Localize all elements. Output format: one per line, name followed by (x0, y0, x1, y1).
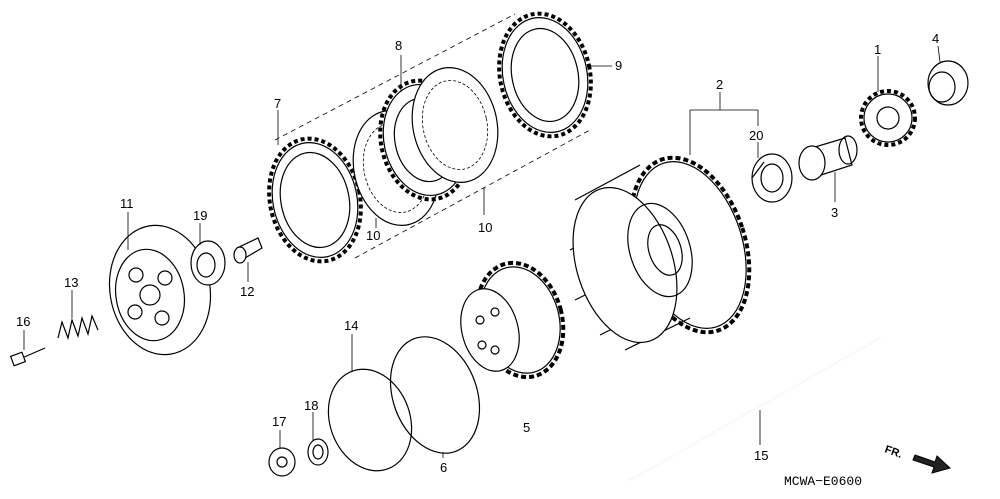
diagram-code: MCWA−E0600 (784, 474, 862, 489)
label-part-6: 6 (440, 460, 447, 475)
label-part-14: 14 (344, 318, 358, 333)
part-labels: 1 2 3 4 5 6 7 8 9 10 10 11 12 13 14 15 1… (16, 31, 939, 475)
label-part-8: 8 (395, 38, 402, 53)
clutch-plate-10b (411, 66, 499, 184)
label-part-10b: 10 (478, 220, 492, 235)
bearing-19 (190, 240, 226, 286)
front-arrow-icon (912, 454, 951, 474)
washer-18 (307, 438, 329, 466)
bearing-4 (927, 60, 969, 106)
leader-lines (23, 45, 941, 458)
label-part-11: 11 (120, 196, 134, 211)
o-ring-14 (327, 368, 413, 472)
push-rod-15 (629, 337, 881, 481)
friction-disc-7 (267, 136, 363, 264)
clutch-outer-2 (569, 155, 752, 351)
label-part-12: 12 (240, 284, 254, 299)
friction-disc-9 (497, 11, 593, 139)
label-part-7: 7 (274, 96, 281, 111)
lifter-piece-12 (233, 237, 263, 264)
plate-stack-envelope (274, 13, 591, 259)
front-direction-label: FR. (883, 444, 904, 461)
label-part-19: 19 (193, 208, 207, 223)
lock-nut-17 (268, 447, 296, 477)
collar-3 (798, 135, 858, 181)
front-direction-indicator: FR. (883, 444, 951, 474)
label-part-17: 17 (272, 414, 286, 429)
needle-bearing-20 (751, 153, 793, 203)
pressure-plate-11 (108, 224, 212, 356)
o-ring-6 (389, 336, 481, 454)
clutch-center-5 (460, 260, 566, 380)
label-part-20: 20 (749, 128, 763, 143)
label-part-5: 5 (523, 420, 530, 435)
label-part-13: 13 (64, 275, 78, 290)
spring-13 (57, 314, 99, 341)
label-part-3: 3 (831, 205, 838, 220)
label-part-15: 15 (754, 448, 768, 463)
label-part-16: 16 (16, 314, 30, 329)
label-part-9: 9 (615, 58, 622, 73)
label-part-4: 4 (932, 31, 939, 46)
bolt-16 (9, 347, 46, 367)
label-part-18: 18 (304, 398, 318, 413)
label-part-2: 2 (716, 77, 723, 92)
sprocket-1 (859, 89, 917, 147)
label-part-10a: 10 (366, 228, 380, 243)
label-part-1: 1 (874, 42, 881, 57)
